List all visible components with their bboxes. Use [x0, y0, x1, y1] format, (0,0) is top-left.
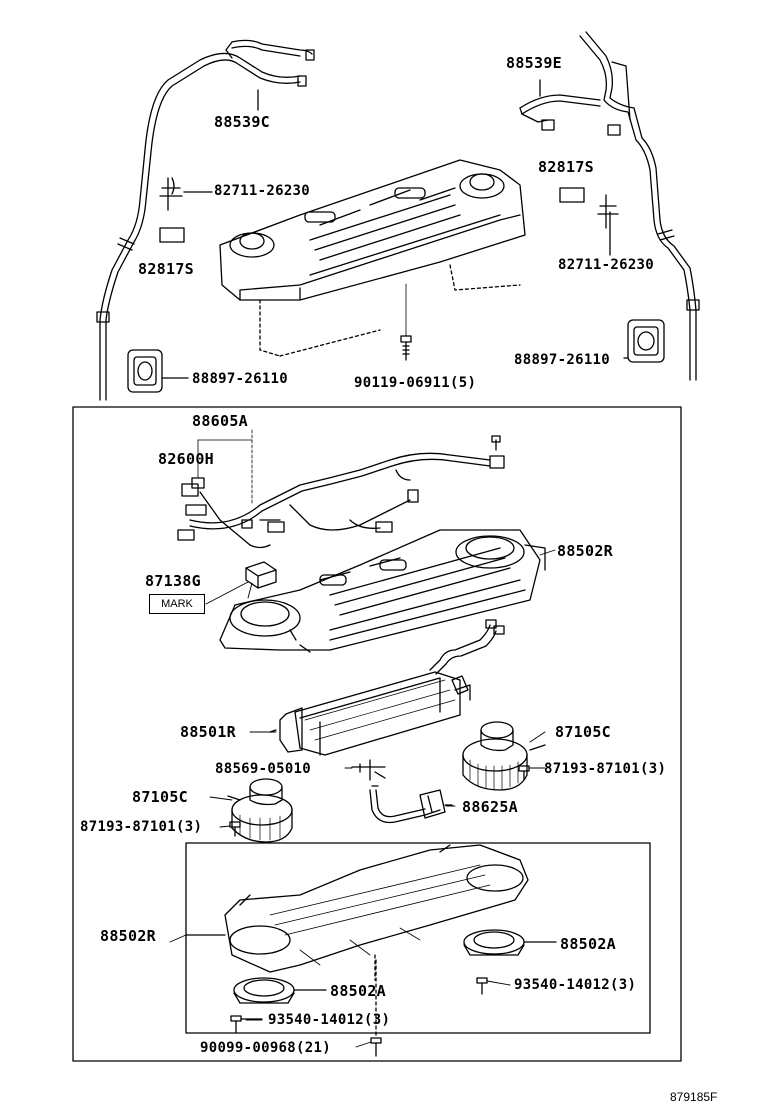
label-88539e: 88539E [506, 54, 562, 72]
pad-right-drawing [559, 187, 585, 203]
label-grommet-left: 88897-26110 [192, 371, 289, 387]
label-pad-right: 82817S [538, 158, 594, 176]
label-clip-bottom: 90099-00968(21) [200, 1040, 331, 1056]
assembly-frame [72, 406, 682, 1062]
hose-88539e-drawing [519, 31, 700, 381]
label-screw-left: 87193-87101(3) [80, 819, 203, 835]
expansion-valve-drawing [369, 785, 453, 824]
bolt-top-drawing [400, 283, 412, 361]
upper-case-drawing [219, 529, 546, 653]
clamp-left-drawing [159, 177, 213, 211]
screw-left-drawing [229, 821, 241, 837]
label-clamp-right: 82711-26230 [558, 257, 655, 273]
label-bolt-top: 90119-06911(5) [354, 375, 477, 391]
top-unit-drawing [219, 159, 526, 357]
clip-bottom-drawing [370, 959, 382, 1057]
label-cover-right: 88502A [560, 935, 616, 953]
cover-left-drawing [233, 977, 327, 1004]
figure-id: 879185F [670, 1090, 718, 1104]
label-88539c: 88539C [214, 113, 270, 131]
hose-88539c-drawing [96, 39, 315, 401]
lower-case-drawing [185, 844, 529, 981]
label-evaporator: 88501R [180, 723, 236, 741]
label-connector: 82600H [158, 450, 214, 468]
pad-left-drawing [159, 227, 185, 243]
evaporator-drawing [269, 619, 505, 756]
label-motor-right: 87105C [555, 723, 611, 741]
blower-motor-right-drawing [462, 721, 546, 791]
label-case-lower: 88502R [100, 927, 156, 945]
lower-case-frame [185, 842, 651, 1034]
label-pad-left: 82817S [138, 260, 194, 278]
label-cover-left: 88502A [330, 982, 386, 1000]
sensor-drawing [351, 759, 386, 781]
screw-right-drawing [518, 765, 530, 781]
label-resistor: 87138G [145, 572, 201, 590]
clamp-right-drawing [597, 194, 619, 256]
label-screw-right: 87193-87101(3) [544, 761, 667, 777]
grommet-left-drawing [127, 349, 189, 393]
wire-harness-drawing [177, 429, 505, 549]
label-clamp-left: 82711-26230 [214, 183, 311, 199]
label-sensor: 88569-05010 [215, 761, 312, 777]
leader-lines [169, 549, 556, 1048]
screw-cover-left-drawing [230, 1015, 263, 1033]
label-harness: 88605A [192, 412, 248, 430]
blower-motor-left-drawing [227, 778, 293, 843]
label-case-upper: 88502R [557, 542, 613, 560]
label-screw-cover-left: 93540-14012(3) [268, 1012, 391, 1028]
label-grommet-right: 88897-26110 [514, 352, 611, 368]
resistor-drawing [205, 561, 277, 605]
screw-cover-right-drawing [476, 977, 488, 995]
grommet-right-drawing [623, 319, 665, 363]
label-screw-cover-right: 93540-14012(3) [514, 977, 637, 993]
cover-right-drawing [463, 929, 557, 956]
mark-box: MARK [149, 594, 205, 614]
label-motor-left: 87105C [132, 788, 188, 806]
label-valve: 88625A [462, 798, 518, 816]
